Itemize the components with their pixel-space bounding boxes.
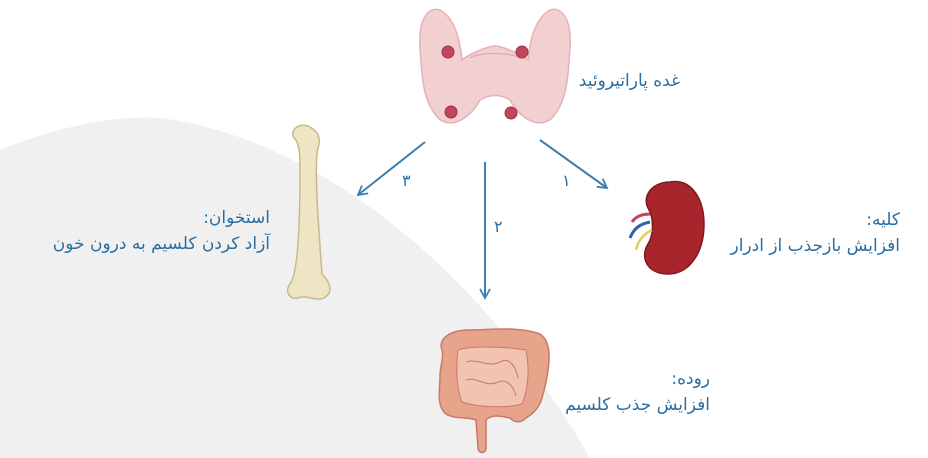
arrow-3-number: ۳	[402, 171, 411, 190]
arrow-1-to-kidney	[540, 140, 607, 188]
intestine-caption: روده: افزایش جذب کلسیم	[565, 366, 710, 419]
bone-caption: استخوان: آزاد کردن کلسیم به درون خون	[53, 205, 270, 258]
bone-effect: آزاد کردن کلسیم به درون خون	[53, 231, 270, 257]
kidney-title: کلیه:	[731, 207, 901, 233]
kidney-caption: کلیه: افزایش بازجذب از ادرار	[731, 207, 901, 260]
kidney-effect: افزایش بازجذب از ادرار	[731, 233, 901, 259]
parathyroid-label: غده پاراتیروئید	[579, 68, 680, 94]
parathyroid-label-text: غده پاراتیروئید	[579, 68, 680, 94]
intestine-effect: افزایش جذب کلسیم	[565, 392, 710, 418]
arrow-1-number: ۱	[562, 171, 571, 190]
intestine-icon	[439, 329, 549, 453]
bone-title: استخوان:	[53, 205, 270, 231]
arrow-3-to-bone	[358, 142, 425, 195]
kidney-icon	[630, 182, 704, 274]
intestine-title: روده:	[565, 366, 710, 392]
arrow-2-number: ۲	[494, 217, 503, 236]
bone-icon	[288, 125, 330, 299]
parathyroid-gland-icon	[420, 9, 571, 123]
